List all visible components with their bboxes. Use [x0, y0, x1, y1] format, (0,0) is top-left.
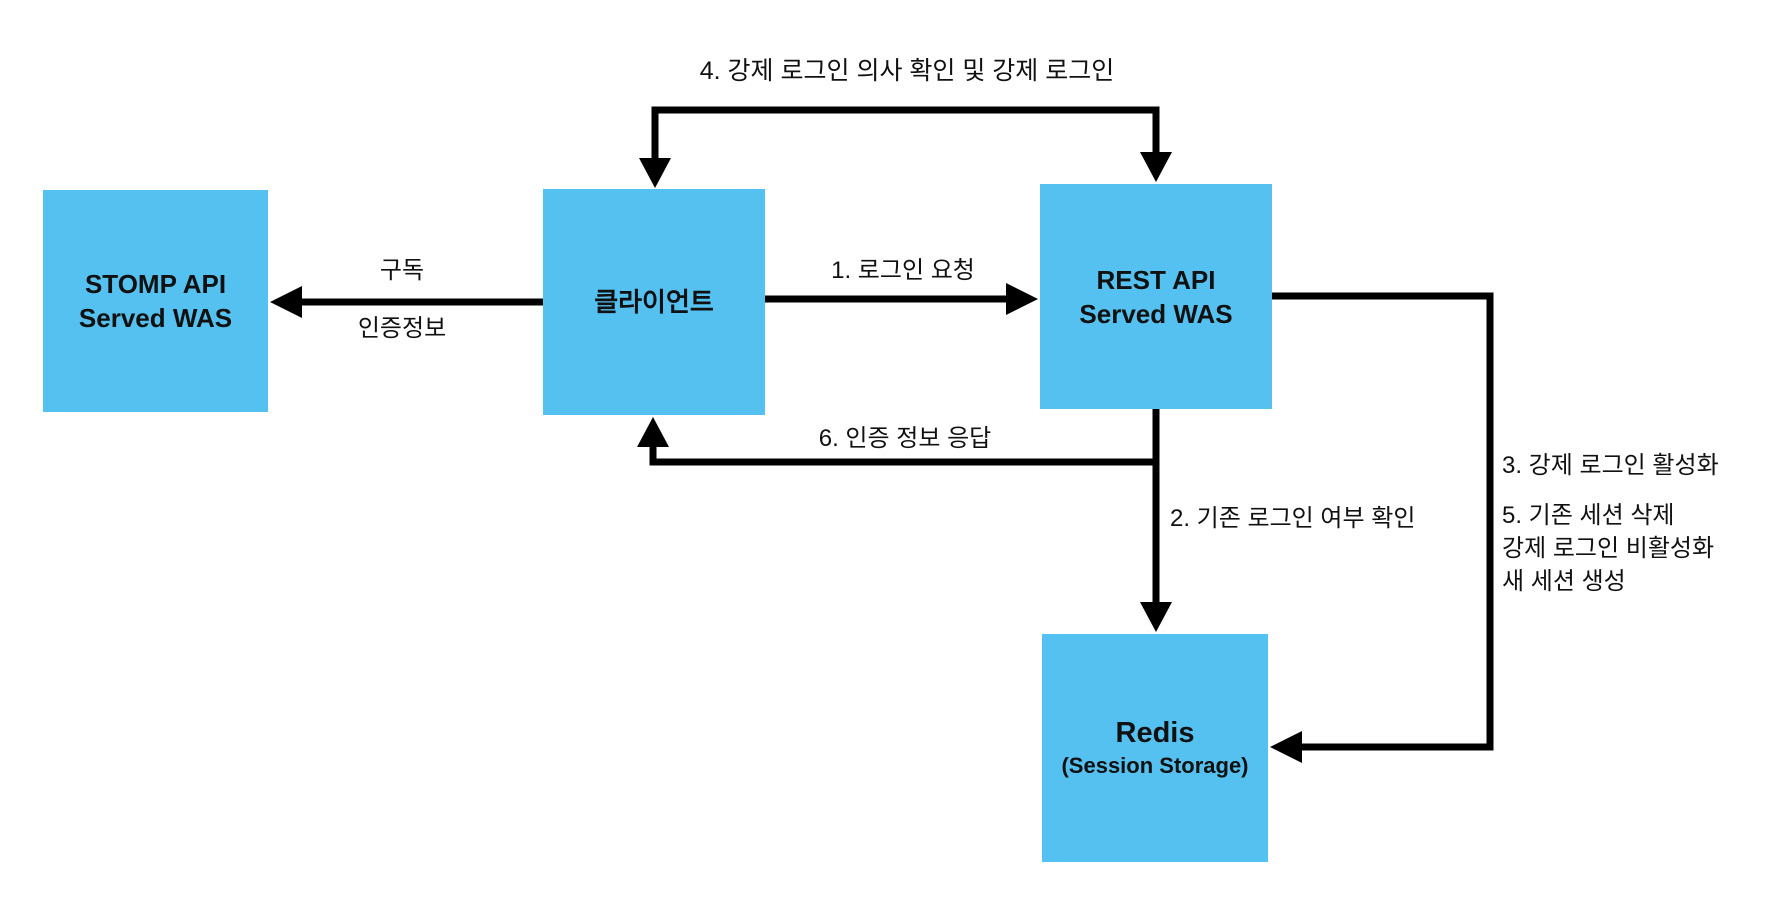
edge-label-session-ops-line1: 5. 기존 세션 삭제: [1502, 502, 1675, 529]
edge-label-subscribe: 구독: [379, 257, 425, 284]
edge-label-session-ops: 5. 기존 세션 삭제 강제 로그인 비활성화 새 세션 생성: [1502, 499, 1714, 598]
edge-label-force-login-confirm: 4. 강제 로그인 의사 확인 및 강제 로그인: [699, 57, 1115, 85]
node-redis-title: Redis: [1115, 717, 1195, 749]
edge-label-auth-info: 인증정보: [357, 315, 447, 342]
node-rest-title: REST API: [1096, 264, 1216, 295]
arrow-login-request: [765, 283, 1038, 315]
edge-label-check-existing-login: 2. 기존 로그인 여부 확인: [1170, 505, 1416, 532]
node-redis-subtitle: (Session Storage): [1061, 753, 1249, 778]
node-client-title: 클라이언트: [594, 287, 714, 317]
node-rest-was: REST API Served WAS: [1040, 184, 1272, 409]
arrow-force-login-right: [1270, 292, 1494, 763]
edge-label-session-ops-line3: 새 세션 생성: [1502, 568, 1626, 595]
node-redis: Redis (Session Storage): [1042, 634, 1268, 862]
node-rest-subtitle: Served WAS: [1079, 298, 1233, 329]
arrow-auth-response: [637, 417, 1156, 466]
node-stomp-was: STOMP API Served WAS: [43, 190, 268, 412]
node-client: 클라이언트: [543, 189, 765, 415]
edge-label-enable-force-login: 3. 강제 로그인 활성화: [1502, 452, 1719, 479]
node-stomp-subtitle: Served WAS: [78, 303, 233, 333]
edge-label-auth-response: 6. 인증 정보 응답: [818, 425, 992, 452]
edge-label-session-ops-line2: 강제 로그인 비활성화: [1502, 535, 1715, 562]
arrow-force-login-loop: [639, 106, 1172, 188]
node-stomp-title: STOMP API: [84, 269, 227, 299]
edge-label-login-request: 1. 로그인 요청: [831, 257, 975, 284]
arrow-check-existing-login: [1140, 409, 1172, 632]
arrow-subscribe: [270, 286, 543, 318]
